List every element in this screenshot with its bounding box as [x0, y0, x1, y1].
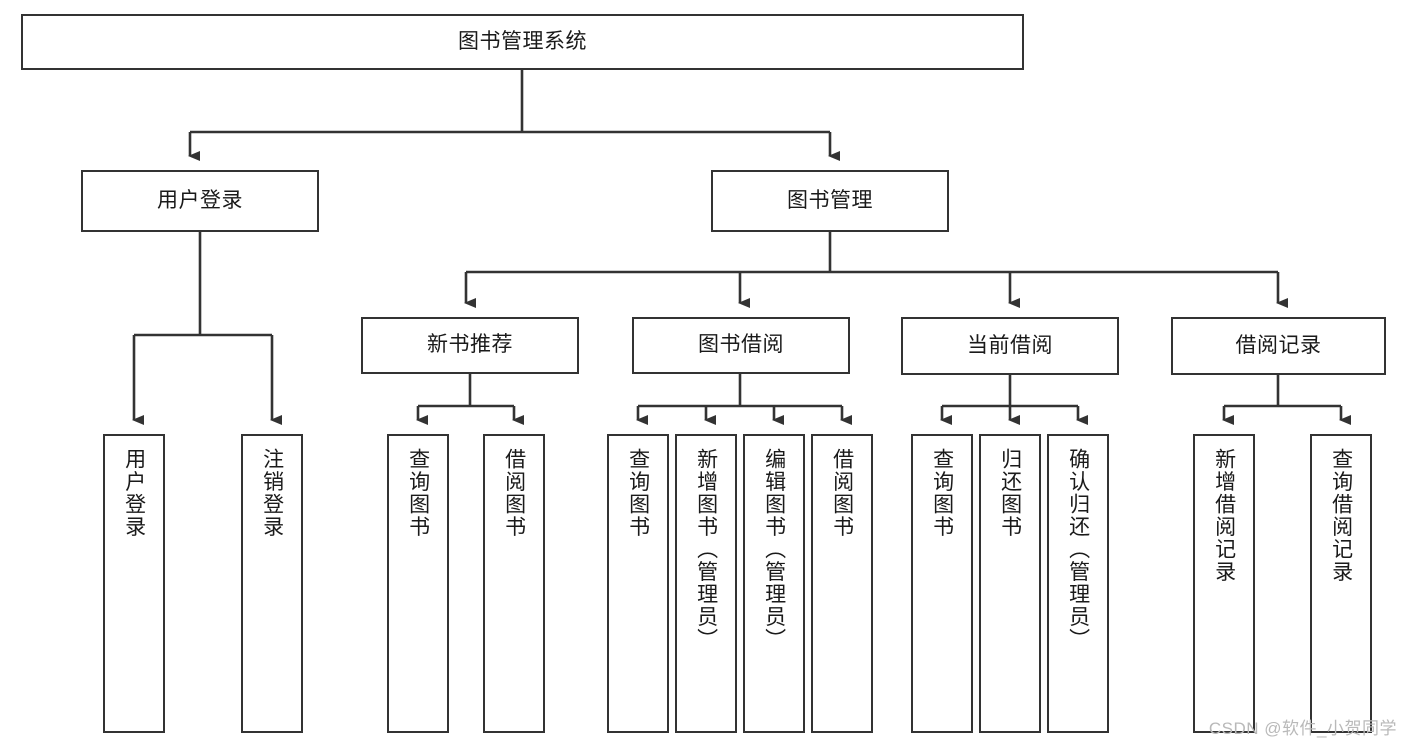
node-book-manage-label: 图书管理: [787, 188, 873, 212]
node-leaf-confirm-return[interactable]: 确认归还（管理员）: [1047, 434, 1109, 733]
node-user-login[interactable]: 用户登录: [81, 170, 319, 232]
node-current-borrow[interactable]: 当前借阅: [901, 317, 1119, 375]
node-book-borrow[interactable]: 图书借阅: [632, 317, 850, 374]
node-leaf-query-book-3-label: 查询图书: [930, 448, 954, 538]
node-new-book-rec-label: 新书推荐: [427, 333, 513, 357]
node-book-borrow-label: 图书借阅: [698, 333, 784, 357]
node-leaf-borrow-book-2[interactable]: 借阅图书: [811, 434, 873, 733]
node-leaf-return-book-label: 归还图书: [998, 448, 1022, 538]
node-borrow-record[interactable]: 借阅记录: [1171, 317, 1386, 375]
node-leaf-edit-book-label: 编辑图书（管理员）: [762, 448, 786, 651]
node-borrow-record-label: 借阅记录: [1235, 333, 1322, 357]
node-leaf-query-record-label: 查询借阅记录: [1329, 448, 1353, 583]
node-leaf-query-book-1-label: 查询图书: [406, 448, 430, 538]
node-leaf-logout[interactable]: 注销登录: [241, 434, 303, 733]
node-leaf-user-login-label: 用户登录: [122, 448, 146, 538]
node-root[interactable]: 图书管理系统: [21, 14, 1024, 70]
node-leaf-add-book[interactable]: 新增图书（管理员）: [675, 434, 737, 733]
node-book-manage[interactable]: 图书管理: [711, 170, 949, 232]
node-leaf-add-record[interactable]: 新增借阅记录: [1193, 434, 1255, 733]
node-leaf-query-book-1[interactable]: 查询图书: [387, 434, 449, 733]
node-leaf-query-book-2[interactable]: 查询图书: [607, 434, 669, 733]
node-user-login-label: 用户登录: [157, 188, 243, 212]
node-leaf-query-record[interactable]: 查询借阅记录: [1310, 434, 1372, 733]
node-leaf-borrow-book-1[interactable]: 借阅图书: [483, 434, 545, 733]
node-new-book-rec[interactable]: 新书推荐: [361, 317, 579, 374]
node-leaf-query-book-3[interactable]: 查询图书: [911, 434, 973, 733]
node-leaf-borrow-book-1-label: 借阅图书: [502, 448, 526, 538]
node-leaf-edit-book[interactable]: 编辑图书（管理员）: [743, 434, 805, 733]
node-leaf-logout-label: 注销登录: [260, 448, 284, 538]
node-leaf-confirm-return-label: 确认归还（管理员）: [1066, 448, 1090, 651]
node-leaf-add-book-label: 新增图书（管理员）: [694, 448, 718, 651]
node-leaf-user-login[interactable]: 用户登录: [103, 434, 165, 733]
node-leaf-add-record-label: 新增借阅记录: [1212, 448, 1236, 583]
node-current-borrow-label: 当前借阅: [967, 333, 1053, 357]
node-leaf-borrow-book-2-label: 借阅图书: [830, 448, 854, 538]
node-root-label: 图书管理系统: [458, 29, 587, 53]
node-leaf-query-book-2-label: 查询图书: [626, 448, 650, 538]
node-leaf-return-book[interactable]: 归还图书: [979, 434, 1041, 733]
